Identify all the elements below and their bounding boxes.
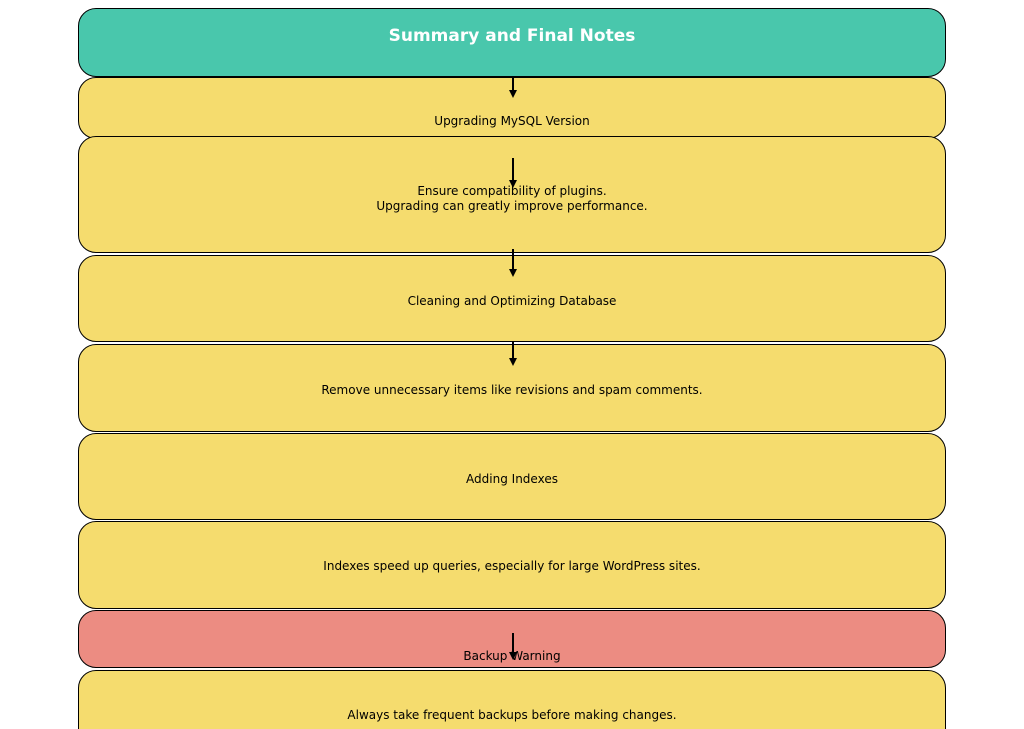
flow-arrow-down-icon [508, 633, 517, 660]
flow-node-adding-indexes [78, 433, 946, 520]
flow-node-cleaning-detail-label: Remove unnecessary items like revisions … [321, 383, 703, 397]
arrow-head-icon [508, 90, 517, 98]
flow-node-backup-detail [78, 670, 946, 729]
flow-arrow-down-icon [508, 76, 517, 98]
arrow-shaft [511, 158, 514, 180]
flow-node-backup-detail-label: Always take frequent backups before maki… [347, 708, 677, 722]
flow-node-summary-label: Summary and Final Notes [388, 26, 636, 46]
arrow-shaft [511, 633, 514, 652]
arrow-shaft [511, 249, 514, 269]
flow-arrow-down-icon [508, 342, 517, 366]
flow-node-summary [78, 8, 946, 77]
arrow-head-icon [508, 358, 517, 366]
flow-node-indexes-detail-label: Indexes speed up queries, especially for… [323, 559, 701, 573]
flow-arrow-down-icon [508, 158, 517, 188]
flow-node-upgrading-detail-label: Ensure compatibility of plugins. Upgradi… [376, 184, 648, 213]
flow-node-adding-indexes-label: Adding Indexes [466, 472, 558, 486]
flow-node-upgrading-mysql-label: Upgrading MySQL Version [434, 114, 590, 128]
arrow-head-icon [508, 652, 517, 660]
arrow-shaft [511, 342, 514, 358]
arrow-head-icon [508, 180, 517, 188]
flow-node-backup-warning-label: Backup Warning [463, 649, 561, 663]
flow-node-cleaning-database-label: Cleaning and Optimizing Database [407, 294, 617, 308]
arrow-head-icon [508, 269, 517, 277]
flow-arrow-down-icon [508, 249, 517, 277]
arrow-shaft [511, 76, 514, 90]
flow-node-indexes-detail [78, 521, 946, 609]
